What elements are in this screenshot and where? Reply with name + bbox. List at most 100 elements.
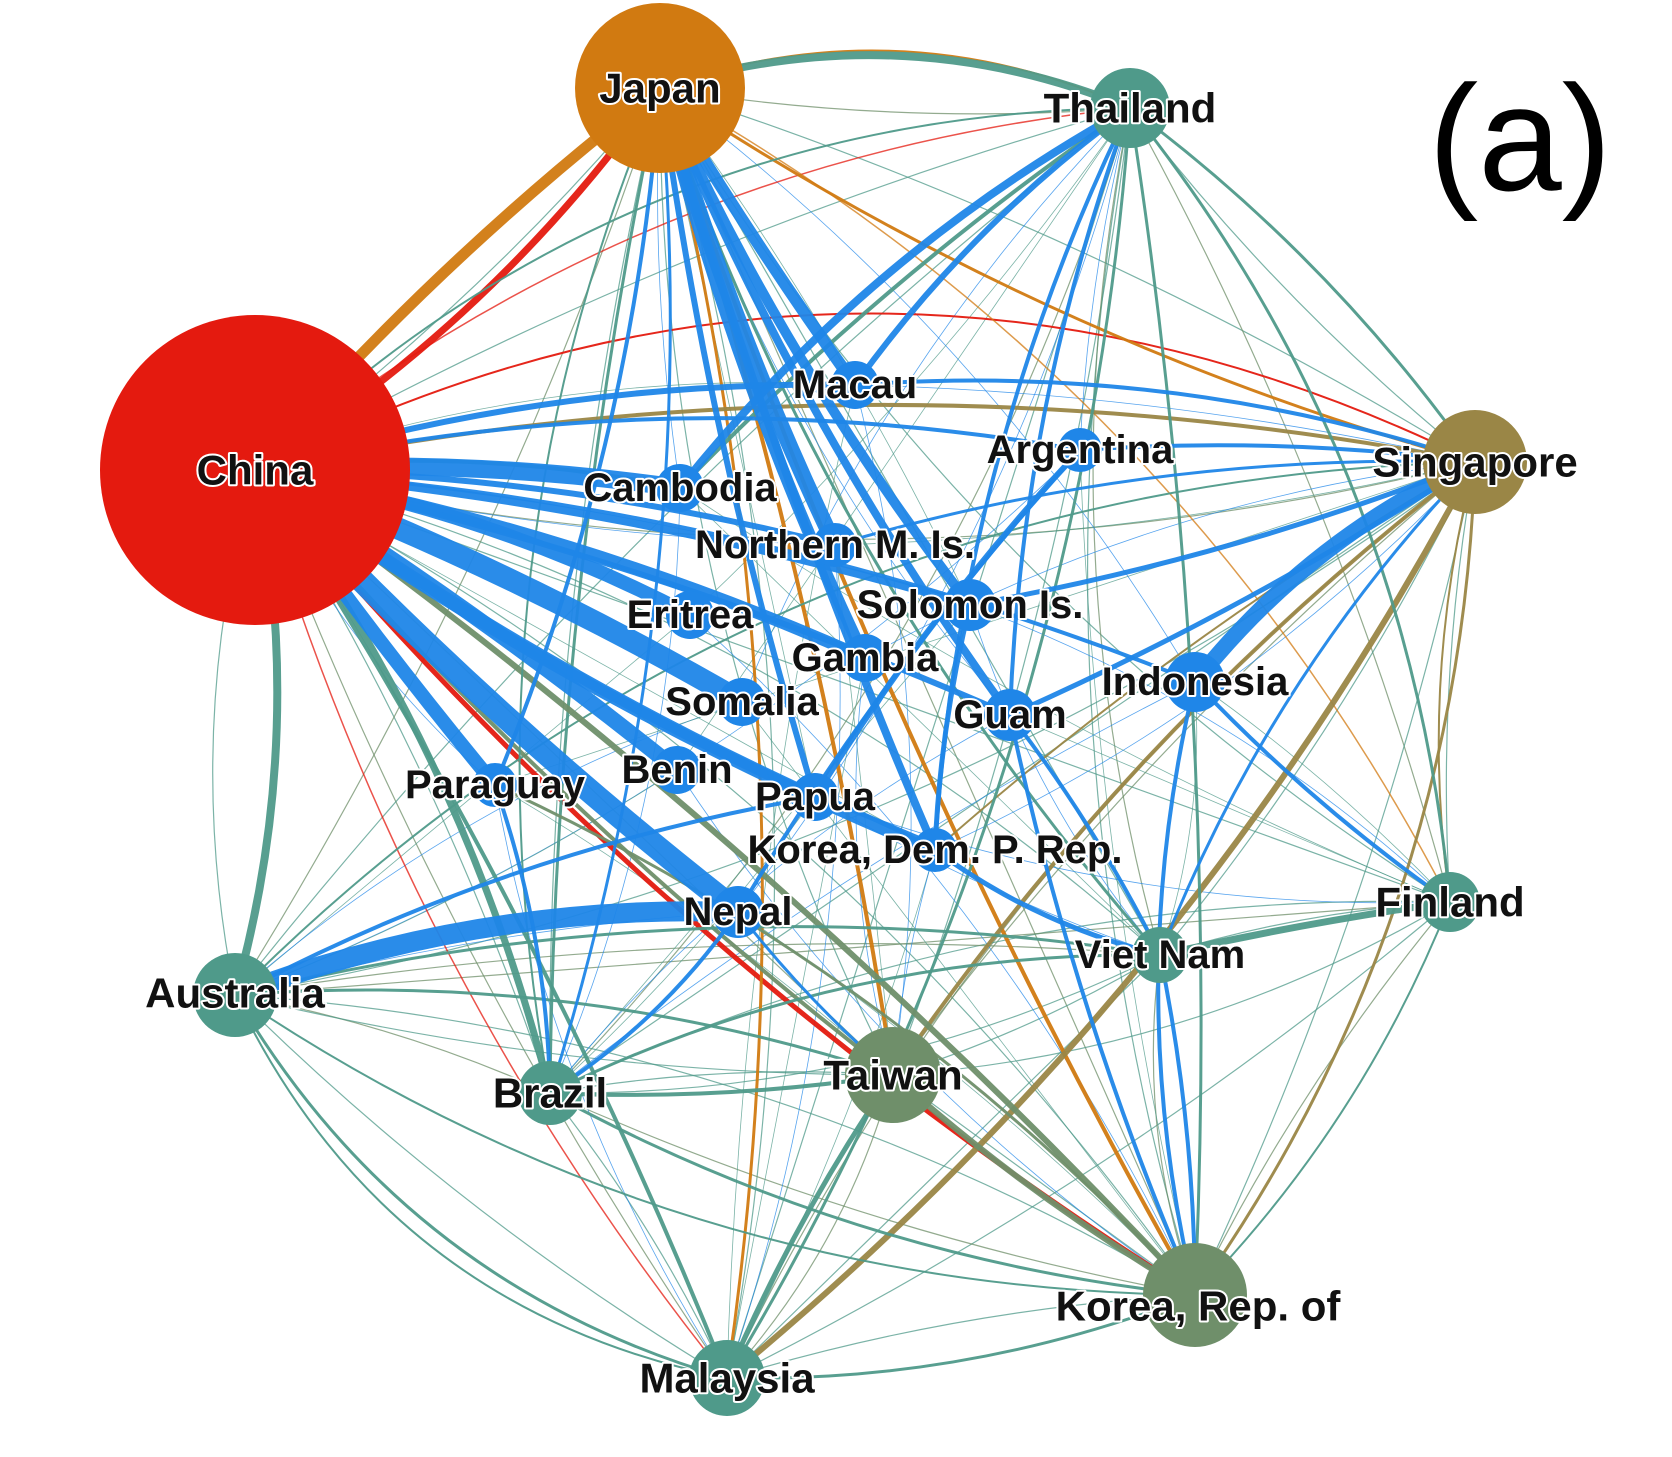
node-papua	[791, 773, 839, 821]
node-benin	[653, 746, 701, 794]
node-label-papua: Papua	[755, 775, 876, 819]
edge-australia-taiwan-21	[233, 988, 895, 1077]
panel-label: (a)	[1428, 54, 1611, 222]
node-japan	[575, 3, 745, 173]
node-korea_rep	[1143, 1243, 1247, 1347]
thin-edge-finland-malaysia-35	[726, 901, 1451, 1379]
edge-japan-finland-11	[659, 87, 1451, 903]
edge-japan-malaysia-8	[658, 86, 764, 1380]
node-label-solomon: Solomon Is.	[857, 583, 1084, 627]
thin-edge-thailand-benin-92	[676, 107, 1131, 771]
edge-japan-brazil-72	[548, 86, 672, 1095]
thin-edge-singapore-korea_rep-28	[1194, 461, 1476, 1296]
thin-edge-australia-viet_nam-53	[234, 943, 1161, 996]
node-nepal	[712, 886, 764, 938]
node-label-eritrea: Eritrea	[627, 593, 754, 637]
thin-edge-malaysia-northern_m-68	[726, 544, 841, 1379]
thin-edge-korea_rep-australia-42	[234, 994, 1196, 1296]
node-guam	[984, 689, 1036, 741]
edge-malaysia-australia-31	[234, 994, 728, 1379]
node-eritrea	[666, 591, 714, 639]
thin-edge-finland-guam-85	[1009, 714, 1451, 903]
edge-japan-guam-68	[656, 84, 1014, 719]
node-brazil	[518, 1061, 582, 1125]
thin-edge-viet_nam-indonesia-109	[1159, 681, 1198, 956]
edge-indonesia-finland-88	[1193, 680, 1452, 904]
node-australia	[193, 953, 277, 1037]
edge-singapore-argentina-78	[1078, 443, 1477, 464]
thin-edge-japan-singapore-11	[659, 87, 1476, 463]
edge-singapore-korea_rep-13	[1193, 460, 1477, 1297]
edge-thailand-guam-76	[1008, 106, 1132, 717]
edge-japan-papua-70	[657, 85, 818, 800]
node-label-gambia: Gambia	[792, 636, 939, 680]
edge-argentina-nepal-94	[736, 448, 1082, 914]
edge-malaysia-korea_rep-29	[725, 1293, 1197, 1380]
node-label-nepal: Nepal	[684, 890, 793, 934]
thin-edge-finland-indonesia-107	[1194, 681, 1451, 903]
thin-edge-malaysia-korea_dem-101	[726, 849, 936, 1379]
thin-edge-thailand-brazil-23	[549, 107, 1131, 1094]
thin-edge-thailand-argentina-59	[1079, 107, 1131, 451]
node-cambodia	[656, 464, 704, 512]
thin-edge-korea_rep-malaysia-40	[726, 1294, 1196, 1379]
node-label-brazil: Brazil	[493, 1070, 607, 1117]
thin-edge-malaysia-brazil-45	[549, 1092, 728, 1379]
thin-edge-viet_nam-solomon-76	[969, 604, 1161, 956]
node-label-australia: Australia	[145, 970, 325, 1017]
thin-edge-korea_rep-eritrea-71	[689, 614, 1196, 1296]
node-malaysia	[689, 1340, 765, 1416]
node-singapore	[1423, 410, 1527, 514]
thin-edge-singapore-macau-56	[854, 384, 1476, 463]
node-label-malaysia: Malaysia	[639, 1355, 815, 1402]
edge-malaysia-thailand-30	[725, 106, 1132, 1380]
thin-edge-thailand-taiwan-25	[892, 107, 1131, 1076]
edge-brazil-paraguay-87	[493, 783, 552, 1095]
node-label-viet_nam: Viet Nam	[1075, 933, 1245, 977]
edge-korea_rep-paraguay-43	[493, 783, 1197, 1297]
edge-solomon-korea_dem-95	[932, 602, 973, 853]
edge-singapore-guam-80	[1007, 459, 1478, 718]
thin-edge-malaysia-australia-46	[234, 994, 728, 1379]
node-argentina	[1058, 428, 1102, 472]
thin-edge-singapore-taiwan-32	[892, 461, 1476, 1076]
edge-australia-malaysia-19	[233, 993, 729, 1380]
thin-edge-japan-indonesia-106	[659, 87, 1196, 683]
node-label-korea_rep: Korea, Rep. of	[1056, 1283, 1342, 1330]
node-indonesia	[1165, 652, 1225, 712]
thin-edge-finland-papua-96	[814, 796, 1451, 904]
edge-brazil-korea_rep-26	[548, 1091, 1197, 1297]
node-label-benin: Benin	[621, 748, 732, 792]
edge-korea_dem-viet_nam-92	[932, 847, 1163, 958]
node-korea_dem	[913, 828, 957, 872]
edge-australia-nepal-84	[225, 901, 748, 1005]
node-label-argentina: Argentina	[987, 428, 1174, 472]
thin-edge-finland-taiwan-38	[892, 901, 1451, 1076]
edge-thailand-cambodia-73	[676, 104, 1134, 492]
node-label-macau: Macau	[793, 363, 918, 407]
edge-australia-korea_rep-22	[234, 994, 1196, 1296]
edge-thailand-cambodia-37	[678, 106, 1132, 490]
edge-singapore-solomon-79	[967, 459, 1478, 608]
edge-australia-singapore-20	[234, 461, 1476, 996]
node-northern_m	[813, 523, 857, 567]
edge-brazil-nepal-86	[548, 910, 740, 1095]
edge-finland-viet_nam-38	[1156, 898, 1454, 959]
node-label-japan: Japan	[599, 65, 720, 112]
node-viet_nam	[1132, 927, 1188, 983]
edge-japan-paraguay-71	[493, 86, 662, 787]
thin-edge-singapore-finland-27	[1445, 461, 1476, 903]
edge-thailand-singapore-33	[1128, 106, 1477, 464]
edge-viet_nam-australia-45	[233, 925, 1162, 997]
edges-layer	[212, 49, 1483, 1381]
edge-thailand-finland-34	[1128, 106, 1452, 904]
node-thailand	[1090, 68, 1170, 148]
node-label-indonesia: Indonesia	[1102, 660, 1289, 704]
edge-finland-korea_rep-39	[1194, 901, 1451, 1296]
node-china	[100, 315, 410, 625]
edge-guam-viet_nam-91	[1008, 713, 1162, 957]
edge-indonesia-korea_rep-89	[1156, 680, 1197, 1297]
node-label-somalia: Somalia	[665, 680, 819, 724]
